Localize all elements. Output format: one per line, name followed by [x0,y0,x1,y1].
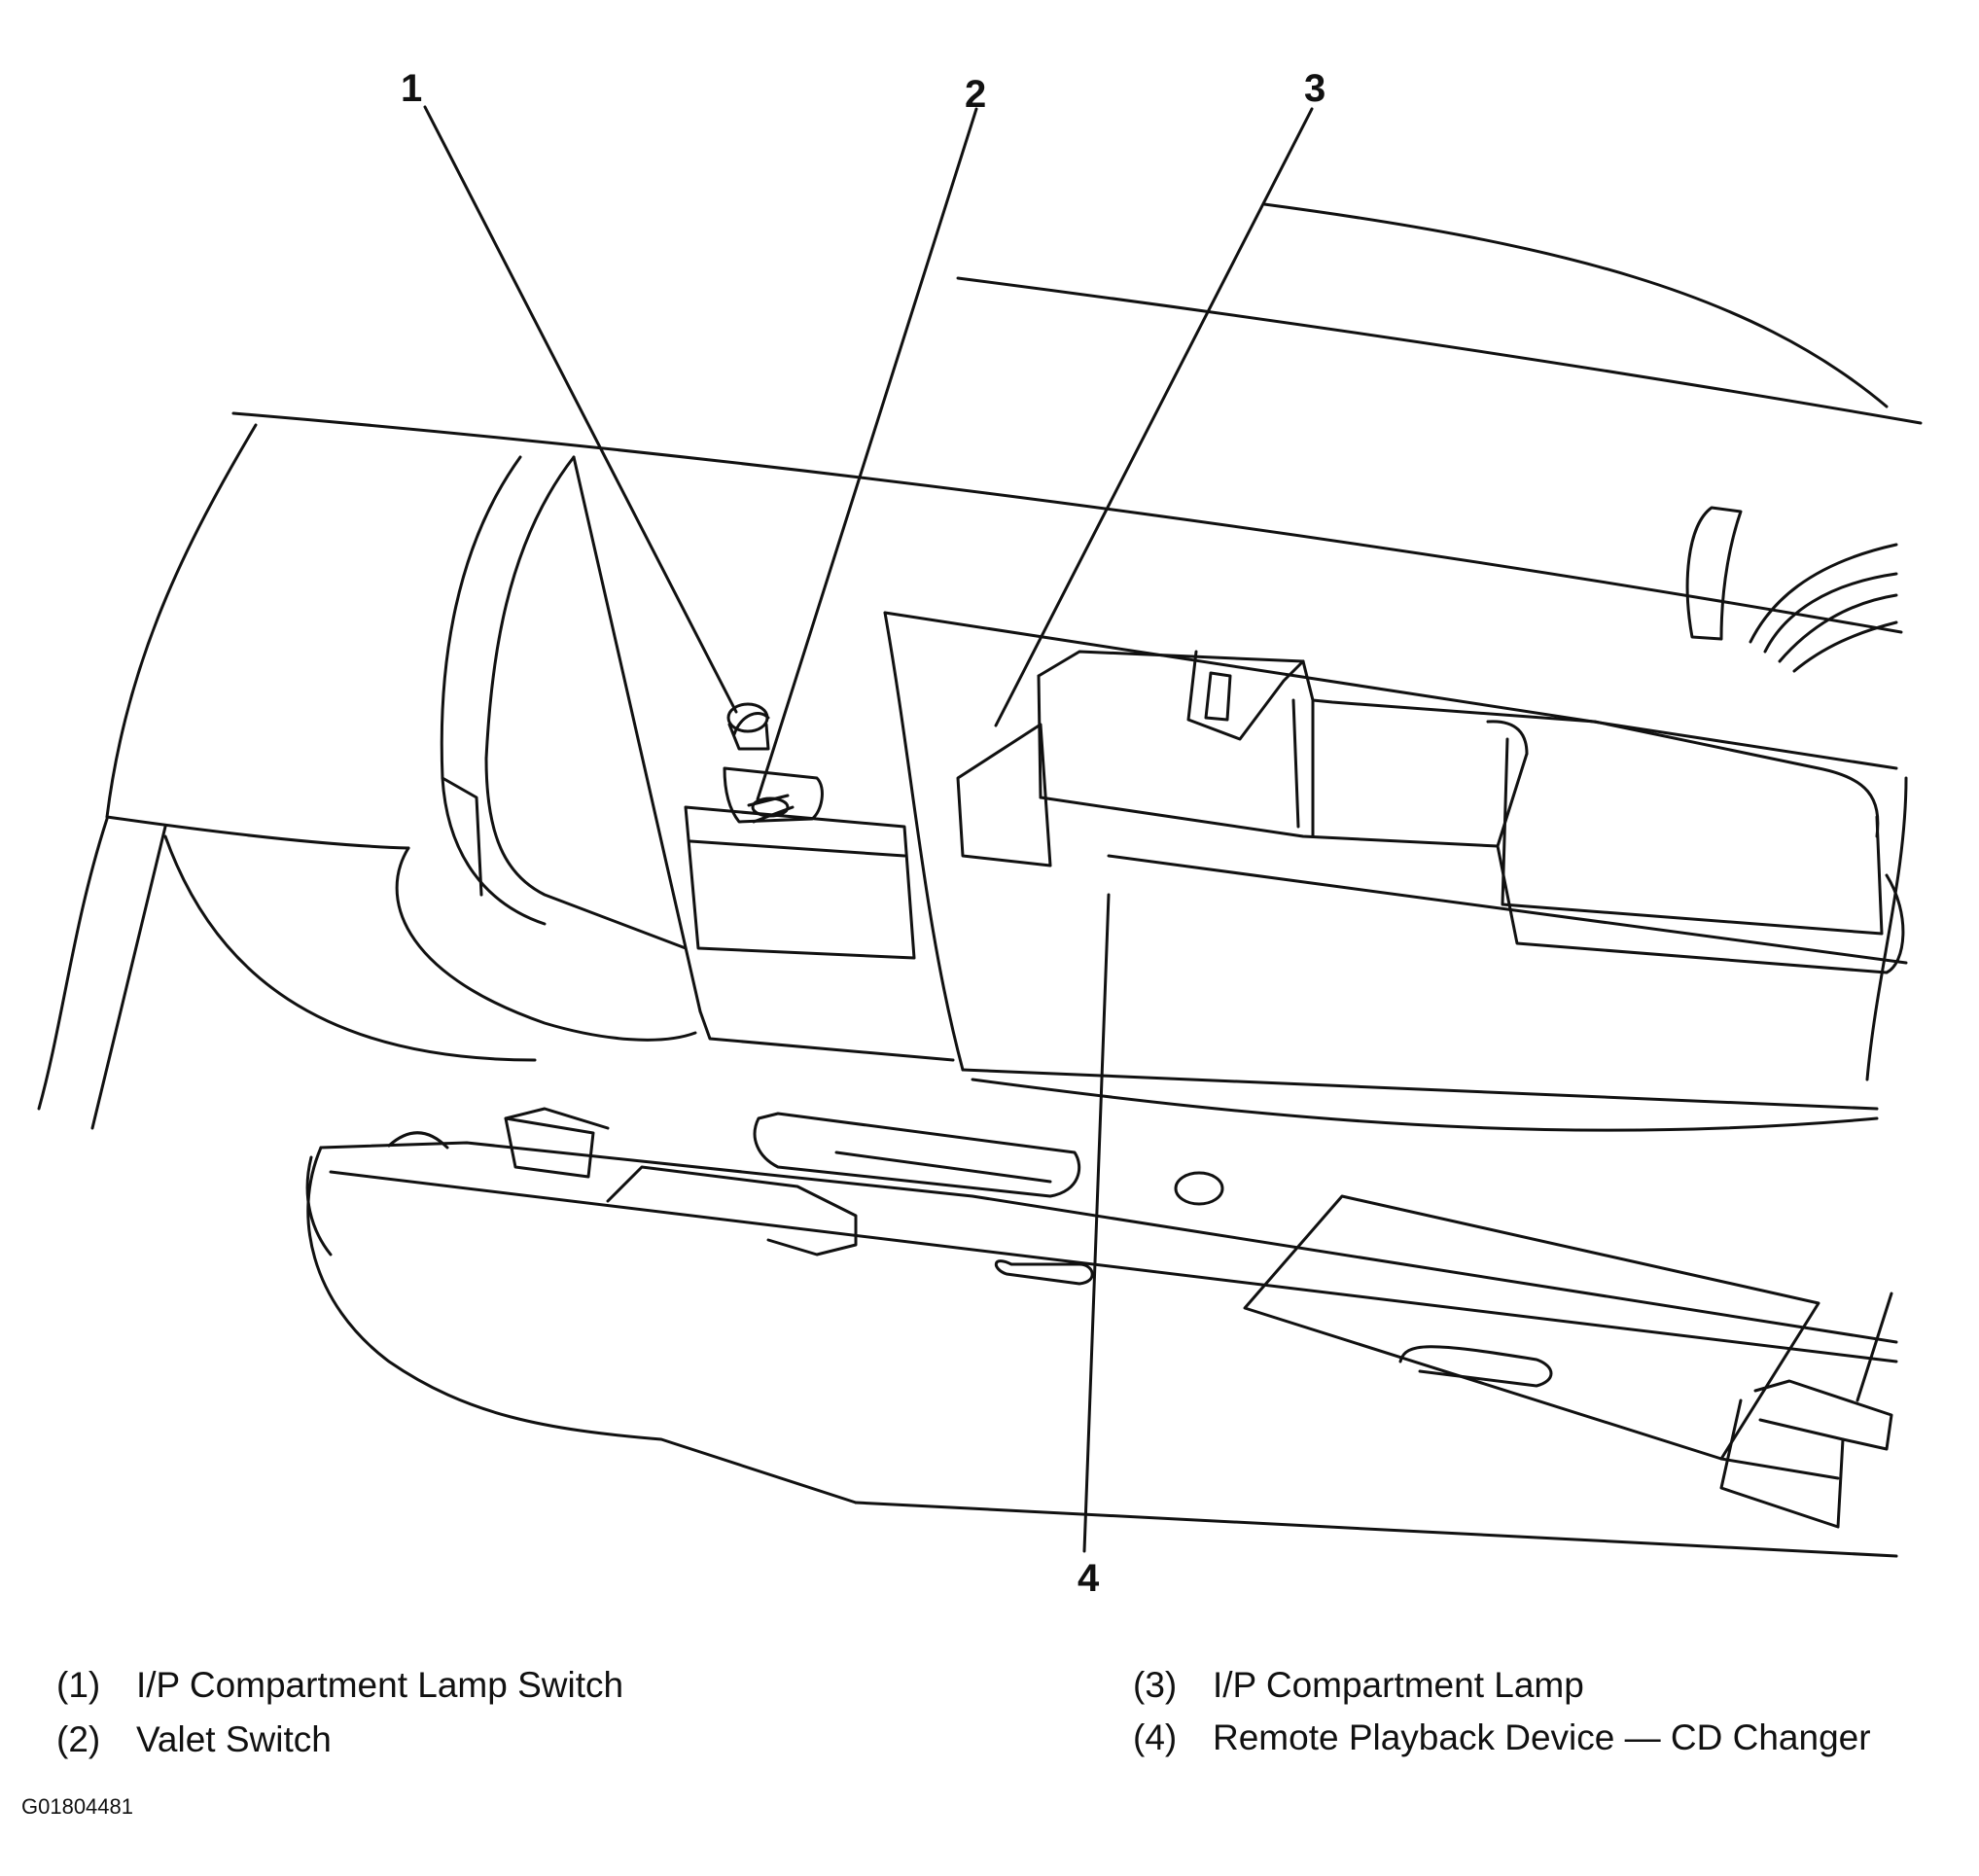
air-vent [1685,506,1898,673]
legend-item-1: (1) I/P Compartment Lamp Switch [56,1665,623,1706]
valet-label-plate [684,805,916,960]
legend-label: I/P Compartment Lamp Switch [136,1665,624,1705]
legend-number: (1) [56,1665,101,1705]
legend-item-2: (2) Valet Switch [56,1719,332,1760]
leader-line-4 [1082,893,1111,1553]
legend-number: (4) [1133,1717,1178,1757]
leader-line-1 [423,105,738,714]
legend-label: Valet Switch [136,1719,332,1759]
legend-number: (3) [1133,1665,1178,1705]
glovebox-opening [572,455,1908,1132]
callout-4: 4 [1078,1557,1100,1600]
legend-label: Remote Playback Device — CD Changer [1213,1717,1871,1757]
callout-2: 2 [965,73,986,116]
leader-line-2 [756,107,978,801]
figure-id: G01804481 [21,1794,133,1819]
legend-number: (2) [56,1719,101,1759]
glovebox-door [305,1107,1898,1558]
left-trim-panel [37,423,697,1130]
legend-item-3: (3) I/P Compartment Lamp [1133,1665,1584,1706]
callout-3: 3 [1304,67,1325,110]
callout-1: 1 [401,67,422,110]
lamp-switch [726,702,770,751]
door-latch [1719,1292,1893,1529]
leader-line-3 [994,107,1314,727]
dash-top-edge [231,202,1923,634]
leader-lines [423,105,1314,1553]
legend-label: I/P Compartment Lamp [1213,1665,1584,1705]
legend-item-4: (4) Remote Playback Device — CD Changer [1133,1717,1871,1758]
cd-changer [956,650,1905,974]
